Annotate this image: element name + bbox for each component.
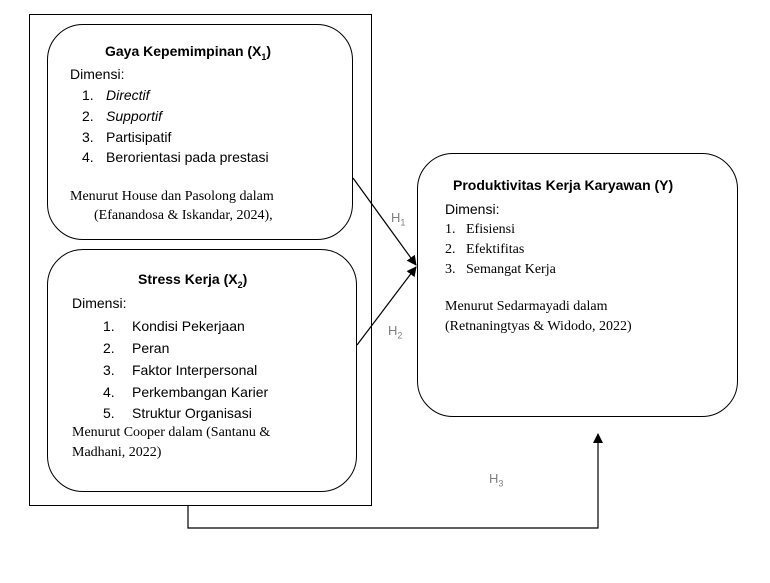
box-produktivitas-kerja: Produktivitas Kerja Karyawan (Y) Dimensi… [417, 153, 738, 417]
y-item-3-num: 3. [445, 262, 456, 277]
x1-dimensi-label: Dimensi: [70, 66, 125, 82]
x2-dimensi-label: Dimensi: [72, 295, 127, 311]
x2-item-4: Perkembangan Karier [132, 384, 269, 400]
label-h2: H2 [388, 323, 403, 341]
x2-source-1: Menurut Cooper dalam (Santanu & [72, 425, 271, 440]
y-dimensi-label: Dimensi: [445, 201, 500, 217]
y-item-1: Efisiensi [466, 222, 515, 237]
x1-item-4-num: 4. [82, 149, 94, 165]
label-h3: H3 [489, 471, 504, 489]
x1-item-2: Supportif [106, 108, 163, 124]
y-source-1: Menurut Sedarmayadi dalam [445, 299, 608, 314]
box-stress-kerja: Stress Kerja (X2) Dimensi: 1. Kondisi Pe… [47, 249, 357, 492]
x1-item-3: Partisipatif [106, 129, 172, 145]
x1-item-3-num: 3. [82, 129, 94, 145]
arrow-h1 [352, 177, 417, 266]
box-gaya-kepemimpinan: Gaya Kepemimpinan (X1) Dimensi: 1. Direc… [47, 24, 353, 240]
outer-frame [29, 14, 372, 506]
x1-source-1: Menurut House dan Pasolong dalam [70, 189, 274, 204]
y-item-1-num: 1. [445, 222, 456, 237]
x1-item-4: Berorientasi pada prestasi [106, 149, 269, 165]
x2-item-2-num: 2. [103, 340, 115, 356]
x2-source-2: Madhani, 2022) [72, 445, 162, 460]
x2-title: Stress Kerja (X2) [138, 271, 248, 290]
y-item-3: Semangat Kerja [466, 262, 556, 277]
label-h1: H1 [391, 210, 406, 228]
x2-item-3-num: 3. [103, 362, 115, 378]
arrow-h2 [356, 266, 417, 346]
y-item-2-num: 2. [445, 242, 456, 257]
y-title: Produktivitas Kerja Karyawan (Y) [453, 177, 674, 193]
x1-item-1: Directif [106, 87, 150, 103]
arrow-h3 [187, 433, 603, 529]
x1-source-2: (Efanandosa & Iskandar, 2024), [94, 208, 273, 223]
x2-item-3: Faktor Interpersonal [132, 362, 258, 378]
x1-item-1-num: 1. [82, 87, 94, 103]
x2-item-5-num: 5. [103, 405, 115, 421]
x2-item-2: Peran [132, 340, 170, 356]
x2-item-1-num: 1. [103, 318, 115, 334]
y-item-2: Efektifitas [466, 242, 525, 257]
x2-item-5: Struktur Organisasi [132, 405, 252, 421]
x1-item-2-num: 2. [82, 108, 94, 124]
y-source-2: (Retnaningtyas & Widodo, 2022) [445, 319, 632, 334]
x2-item-4-num: 4. [103, 384, 115, 400]
x1-title: Gaya Kepemimpinan (X1) [105, 43, 272, 62]
x2-item-1: Kondisi Pekerjaan [132, 318, 245, 334]
